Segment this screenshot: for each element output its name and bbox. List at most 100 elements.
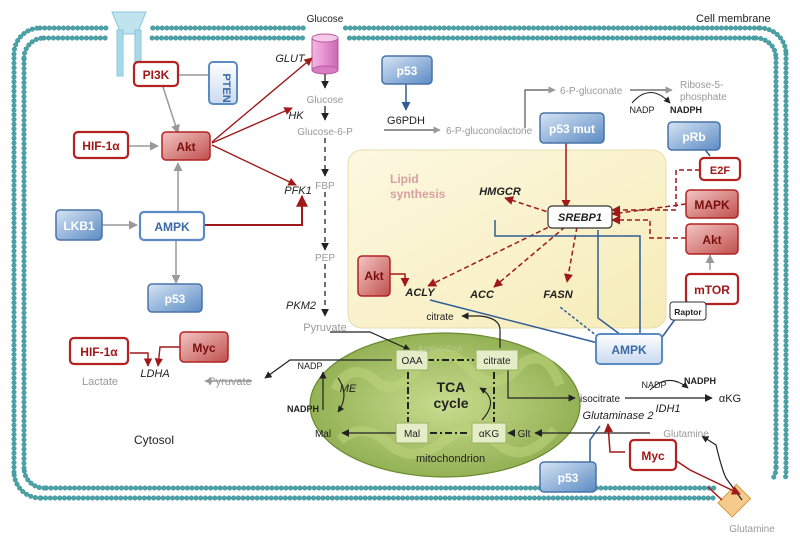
membrane-bead bbox=[582, 35, 588, 41]
membrane-bead bbox=[21, 268, 27, 274]
membrane-bead bbox=[234, 25, 240, 31]
p53-left-node: p53 bbox=[147, 283, 203, 313]
membrane-bead bbox=[79, 25, 85, 31]
pten-node: PTEN bbox=[208, 61, 238, 105]
membrane-bead bbox=[11, 74, 17, 80]
svg-text:PI3K: PI3K bbox=[143, 68, 170, 82]
membrane-bead bbox=[610, 25, 616, 31]
membrane-bead bbox=[610, 35, 616, 41]
membrane-bead bbox=[74, 35, 80, 41]
membrane-bead bbox=[227, 485, 233, 491]
membrane-bead bbox=[459, 35, 465, 41]
membrane-bead bbox=[21, 413, 27, 419]
membrane-bead bbox=[202, 495, 208, 501]
svg-text:ME: ME bbox=[340, 383, 357, 395]
membrane-bead bbox=[367, 495, 373, 501]
membrane-bead bbox=[636, 485, 642, 491]
membrane-bead bbox=[441, 35, 447, 41]
membrane-bead bbox=[169, 25, 175, 31]
svg-text:NADPH: NADPH bbox=[684, 376, 716, 386]
membrane-bead bbox=[296, 495, 302, 501]
membrane-bead bbox=[155, 495, 161, 501]
membrane-bead bbox=[97, 35, 103, 41]
membrane-bead bbox=[783, 248, 789, 254]
membrane-bead bbox=[395, 495, 401, 501]
myc-left-node: Myc bbox=[179, 331, 229, 363]
membrane-bead bbox=[678, 485, 684, 491]
membrane-bead bbox=[657, 25, 663, 31]
membrane-bead bbox=[773, 210, 779, 216]
svg-text:αKG: αKG bbox=[479, 429, 499, 440]
membrane-bead bbox=[11, 441, 17, 447]
membrane-bead bbox=[234, 35, 240, 41]
membrane-bead bbox=[11, 408, 17, 414]
membrane-bead bbox=[709, 25, 715, 31]
membrane-bead bbox=[21, 183, 27, 189]
svg-text:Akt: Akt bbox=[176, 140, 195, 154]
membrane-bead bbox=[381, 495, 387, 501]
membrane-bead bbox=[783, 98, 789, 104]
membrane-bead bbox=[773, 243, 779, 249]
membrane-bead bbox=[11, 149, 17, 155]
membrane-bead bbox=[513, 495, 519, 501]
lkb1-node: LKB1 bbox=[55, 209, 103, 241]
membrane-bead bbox=[465, 25, 471, 31]
membrane-bead bbox=[201, 25, 207, 31]
membrane-bead bbox=[285, 35, 291, 41]
membrane-bead bbox=[530, 35, 536, 41]
membrane-bead bbox=[15, 38, 21, 44]
membrane-bead bbox=[210, 35, 216, 41]
svg-text:Acetyl-CoA: Acetyl-CoA bbox=[417, 344, 462, 354]
membrane-bead bbox=[399, 25, 405, 31]
membrane-bead bbox=[61, 25, 67, 31]
membrane-bead bbox=[21, 202, 27, 208]
membrane-bead bbox=[278, 495, 284, 501]
membrane-bead bbox=[433, 495, 439, 501]
p53-bottom-node: p53 bbox=[539, 461, 597, 493]
membrane-bead bbox=[783, 465, 789, 471]
membrane-bead bbox=[11, 305, 17, 311]
membrane-bead bbox=[254, 495, 260, 501]
membrane-bead bbox=[773, 172, 779, 178]
membrane-bead bbox=[21, 98, 27, 104]
membrane-bead bbox=[11, 361, 17, 367]
membrane-bead bbox=[95, 485, 101, 491]
membrane-bead bbox=[21, 159, 27, 165]
membrane-bead bbox=[339, 485, 345, 491]
oaa-box bbox=[395, 349, 429, 371]
membrane-bead bbox=[783, 441, 789, 447]
membrane-bead bbox=[564, 495, 570, 501]
membrane-bead bbox=[766, 27, 772, 33]
svg-text:Mal: Mal bbox=[315, 429, 331, 440]
svg-text:Pyruvate: Pyruvate bbox=[303, 322, 346, 334]
membrane-bead bbox=[127, 495, 133, 501]
membrane-bead bbox=[469, 25, 475, 31]
membrane-bead bbox=[456, 495, 462, 501]
membrane-bead bbox=[773, 393, 779, 399]
membrane-bead bbox=[504, 485, 510, 491]
membrane-bead bbox=[380, 25, 386, 31]
membrane-bead bbox=[21, 291, 27, 297]
membrane-bead bbox=[11, 210, 17, 216]
membrane-bead bbox=[643, 35, 649, 41]
membrane-bead bbox=[783, 338, 789, 344]
membrane-bead bbox=[21, 395, 27, 401]
membrane-bead bbox=[292, 495, 298, 501]
mito-label: mitochondrion bbox=[416, 453, 485, 465]
membrane-bead bbox=[245, 485, 251, 491]
membrane-bead bbox=[630, 495, 636, 501]
membrane-bead bbox=[356, 35, 362, 41]
membrane-bead bbox=[495, 485, 501, 491]
membrane-bead bbox=[21, 141, 27, 147]
membrane-bead bbox=[55, 35, 61, 41]
membrane-bead bbox=[21, 319, 27, 325]
membrane-bead bbox=[343, 25, 349, 31]
membrane-bead bbox=[586, 35, 592, 41]
akt-right-node: Akt bbox=[685, 223, 739, 255]
membrane-bead bbox=[704, 35, 710, 41]
membrane-bead bbox=[372, 485, 378, 491]
membrane-bead bbox=[11, 187, 17, 193]
membrane-bead bbox=[451, 25, 457, 31]
membrane-bead bbox=[396, 485, 402, 491]
membrane-bead bbox=[11, 413, 17, 419]
